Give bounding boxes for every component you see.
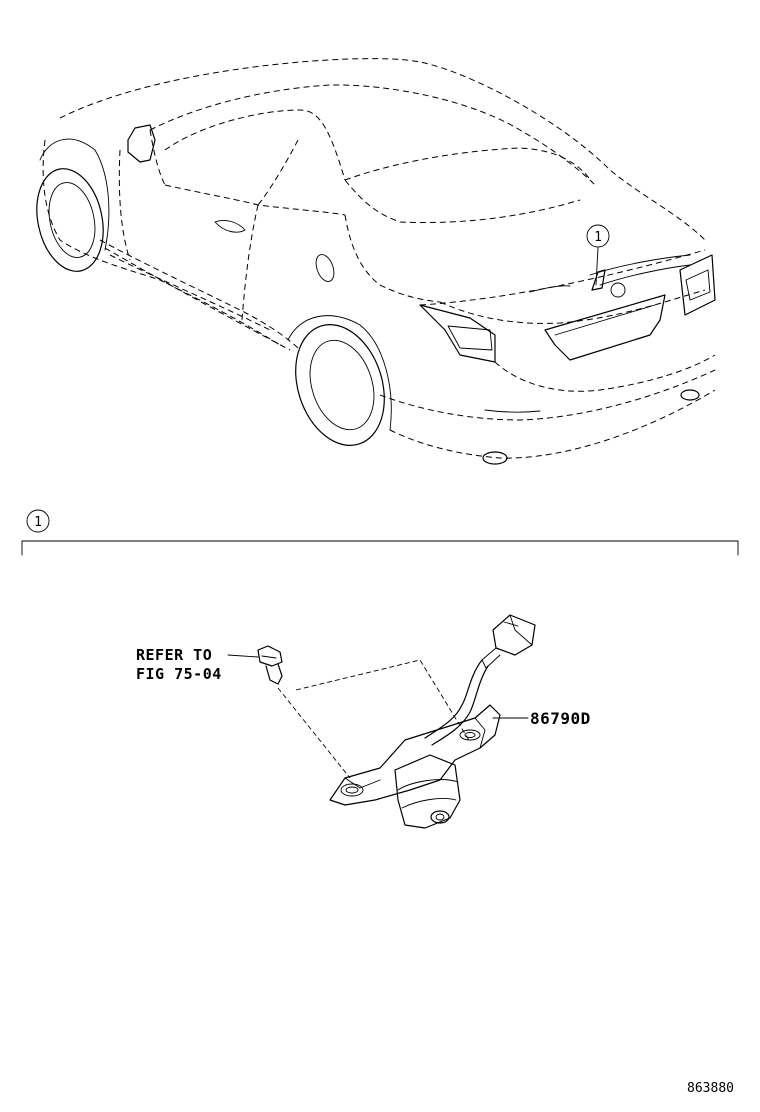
car-overview-illustration	[36, 58, 716, 465]
overview-callout-1: 1	[586, 224, 610, 286]
detail-callout-1: 1	[26, 509, 50, 533]
overview-callout-number: 1	[594, 230, 602, 245]
part-number-label: 86790D	[530, 709, 591, 728]
figure-id: 863880	[687, 1081, 734, 1096]
detail-callout-number: 1	[34, 515, 42, 530]
refer-fig-label: FIG 75-04	[136, 665, 222, 683]
refer-to-label: REFER TO	[136, 646, 212, 664]
detail-section-bracket	[21, 540, 739, 556]
rear-camera-assembly	[329, 614, 536, 829]
bolt-part	[257, 645, 283, 685]
install-guide-lines	[277, 659, 471, 779]
